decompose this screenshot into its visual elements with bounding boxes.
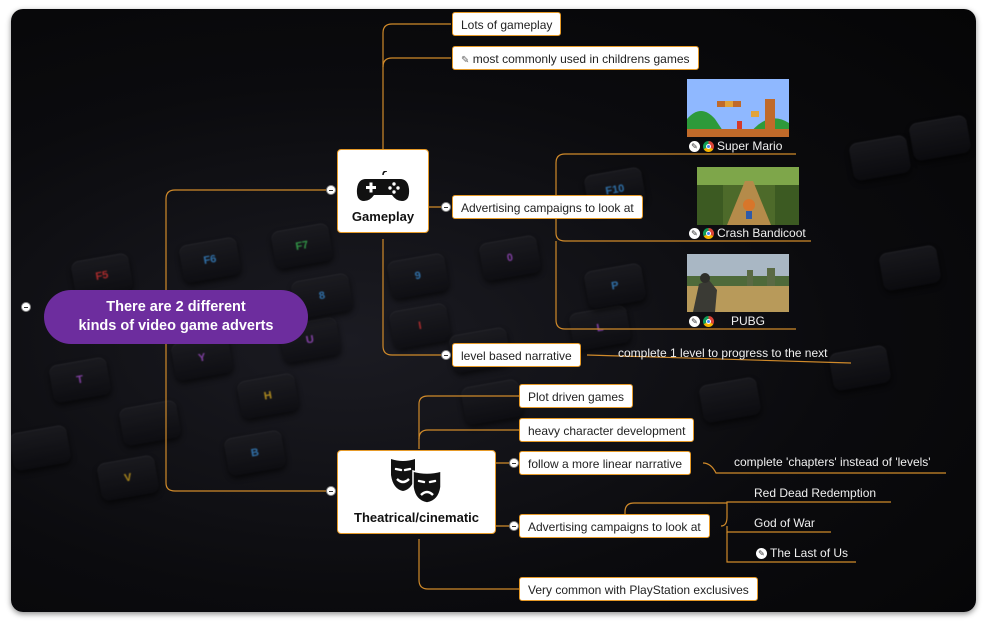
game-red-dead-redemption[interactable]: Red Dead Redemption: [754, 486, 877, 500]
game-crash-bandicoot[interactable]: ✎ Crash Bandicoot: [689, 226, 806, 240]
game-super-mario[interactable]: ✎ Super Mario: [689, 139, 782, 153]
note-icon: ✎: [689, 140, 700, 152]
node-gameplay-campaigns[interactable]: Advertising campaigns to look at: [452, 195, 643, 219]
game-crash-bandicoot-label: Crash Bandicoot: [717, 226, 806, 240]
node-plot-driven[interactable]: Plot driven games: [519, 384, 634, 408]
browser-link-icon: [703, 227, 714, 239]
pubg-image[interactable]: [687, 254, 789, 312]
node-linear-narrative[interactable]: follow a more linear narrative: [519, 451, 692, 475]
node-character-development[interactable]: heavy character development: [519, 418, 695, 442]
note-icon: ✎: [689, 227, 700, 239]
game-pubg-label: PUBG: [731, 314, 766, 328]
theatrical-label: Theatrical/cinematic: [354, 510, 479, 525]
game-super-mario-label: Super Mario: [717, 139, 783, 153]
leaf-linear-note[interactable]: complete 'chapters' instead of 'levels': [734, 455, 931, 469]
theater-masks-icon: [390, 459, 442, 504]
collapse-toggle[interactable]: [326, 486, 336, 496]
browser-link-icon: [703, 315, 714, 327]
leaf-level-note[interactable]: complete 1 level to progress to the next: [618, 346, 828, 360]
collapse-toggle[interactable]: [441, 202, 451, 212]
crash-bandicoot-scene: [697, 167, 799, 225]
note-icon: ✎: [461, 55, 470, 66]
collapse-toggle[interactable]: [326, 185, 336, 195]
connector-lines: [165, 23, 946, 590]
node-childrens-games[interactable]: ✎ most commonly used in childrens games: [452, 46, 699, 70]
game-pubg[interactable]: ✎ PUBG: [689, 314, 765, 328]
central-topic-line1: There are 2 different: [106, 299, 246, 315]
central-topic-line2: kinds of video game adverts: [78, 318, 274, 334]
collapse-toggle[interactable]: [509, 458, 519, 468]
browser-link-icon: [703, 140, 714, 152]
node-playstation-exclusives[interactable]: Very common with PlayStation exclusives: [519, 577, 758, 601]
theatrical-topic[interactable]: Theatrical/cinematic: [337, 450, 496, 534]
gamepad-icon: [356, 171, 410, 201]
super-mario-image[interactable]: [687, 79, 789, 137]
pubg-scene: [687, 254, 789, 312]
node-theatrical-campaigns[interactable]: Advertising campaigns to look at: [519, 514, 710, 538]
collapse-toggle[interactable]: [509, 521, 519, 531]
node-childrens-games-label: most commonly used in childrens games: [472, 52, 690, 66]
central-topic[interactable]: There are 2 different kinds of video gam…: [44, 290, 308, 344]
collapse-toggle[interactable]: [441, 350, 451, 360]
note-icon: ✎: [689, 315, 700, 327]
mind-map-canvas: F5 F6 F7 F10 T Y U H 8 9 0 I K L P V B: [11, 9, 976, 612]
game-god-of-war[interactable]: God of War: [754, 516, 815, 530]
gameplay-topic[interactable]: Gameplay: [337, 149, 429, 233]
collapse-toggle[interactable]: [21, 302, 31, 312]
gameplay-label: Gameplay: [351, 209, 415, 224]
game-the-last-of-us-label: The Last of Us: [770, 546, 849, 560]
note-icon: ✎: [756, 547, 767, 559]
super-mario-scene: [687, 79, 789, 137]
node-lots-of-gameplay[interactable]: Lots of gameplay: [452, 12, 562, 36]
crash-bandicoot-image[interactable]: [697, 167, 799, 225]
game-the-last-of-us[interactable]: ✎ The Last of Us: [756, 546, 848, 560]
node-level-based-narrative[interactable]: level based narrative: [452, 343, 581, 367]
